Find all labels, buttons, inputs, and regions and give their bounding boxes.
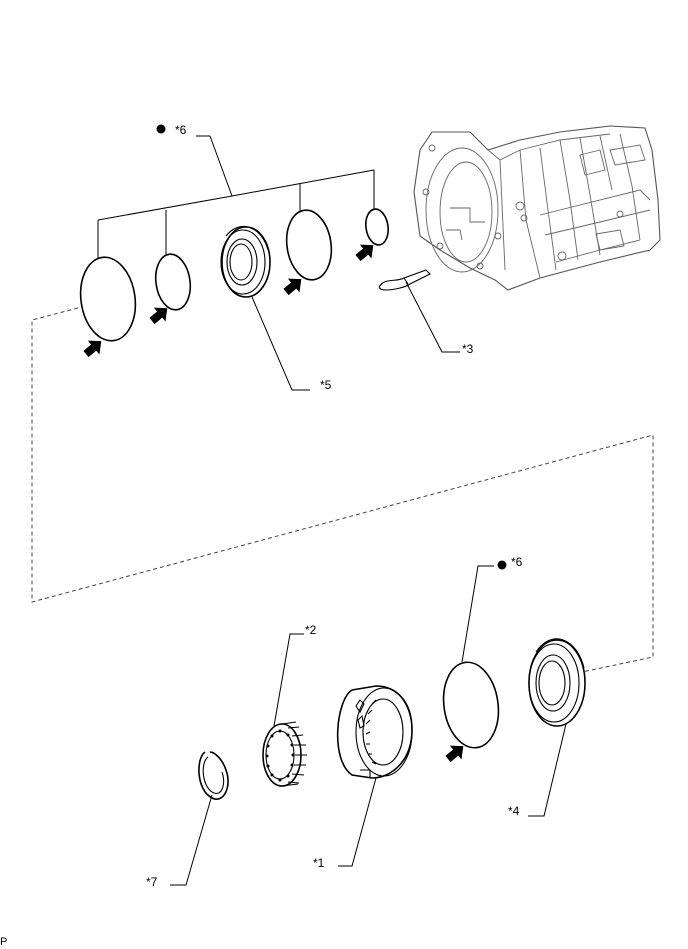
o-ring-large-bottom (442, 661, 500, 749)
callout-2: *2 (305, 623, 317, 637)
illustration-code: P (0, 936, 8, 948)
o-ring-medium-left (154, 253, 192, 311)
callout-5: *5 (320, 378, 332, 392)
o-ring-medium-right (285, 209, 333, 281)
one-way-clutch-part-2 (262, 721, 307, 787)
clutch-drum-part-1 (336, 685, 413, 779)
oil-seal-part-5 (220, 225, 271, 298)
callout-6-top: *6 (175, 123, 187, 137)
o-ring-small-right (365, 208, 389, 246)
callout-6-bottom: *6 (511, 555, 523, 569)
o-ring-large-left (79, 256, 137, 342)
callout-3: *3 (462, 342, 474, 356)
seal-kit-bracket-top (97, 135, 375, 258)
dot-marker-icon (156, 124, 166, 134)
dot-marker-icon (497, 560, 507, 570)
snap-ring-part-7 (198, 751, 229, 800)
callout-1: *1 (313, 856, 325, 870)
callout-7: *7 (146, 875, 158, 889)
installation-plane-outline (31, 307, 654, 673)
clip-part-3 (378, 269, 431, 291)
transmission-housing (413, 125, 661, 291)
oil-seal-part-4 (528, 638, 586, 727)
callout-4: *4 (508, 804, 520, 818)
